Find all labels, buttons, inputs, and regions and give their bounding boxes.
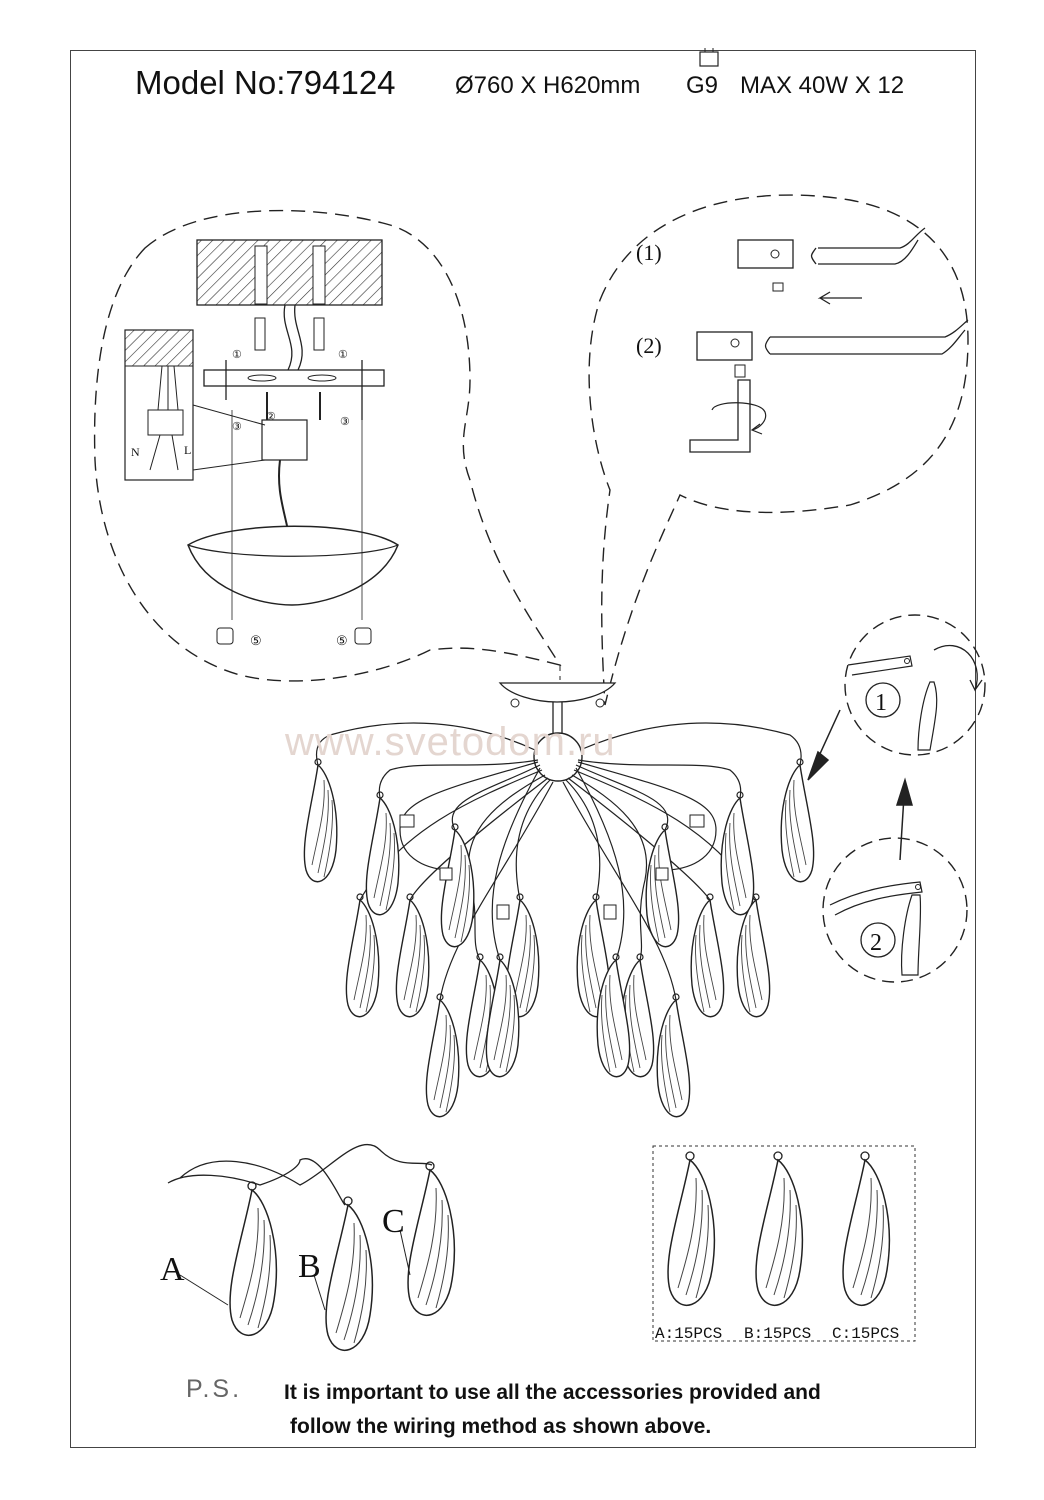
- max-power: MAX 40W X 12: [740, 72, 905, 99]
- pendant-label-a: A: [160, 1251, 185, 1288]
- hook-step2: 2: [870, 930, 882, 956]
- model-number: Model No:794124: [135, 64, 396, 101]
- pendant-counts-box: A:15PCS B:15PCS C:15PCS: [652, 1145, 916, 1343]
- step-marker-3: ③: [232, 421, 242, 433]
- neutral-label: N: [131, 445, 140, 459]
- step-marker-5: ⑤: [250, 633, 262, 648]
- hook-step1: 1: [875, 690, 887, 716]
- wiring-detail-bubble: N L ① ① ② ③ ③ ⑤ ⑤: [93, 209, 562, 682]
- step-marker-1: ①: [232, 349, 242, 361]
- step-marker-3b: ③: [340, 416, 350, 428]
- live-label: L: [184, 443, 191, 457]
- step-marker-5b: ⑤: [336, 633, 348, 648]
- hook-detail-bubbles: 1 2: [807, 614, 986, 983]
- page-border: [70, 50, 976, 1448]
- step1-label: (1): [636, 240, 662, 265]
- watermark: www.svetodom.ru: [285, 720, 616, 764]
- note-label: P.S.: [186, 1375, 243, 1403]
- dimensions: Ø760 X H620mm: [455, 72, 641, 99]
- count-c: C:15PCS: [832, 1325, 899, 1343]
- count-b: B:15PCS: [744, 1325, 811, 1343]
- note-line-1: It is important to use all the accessori…: [284, 1381, 821, 1404]
- step-marker-1b: ①: [338, 349, 348, 361]
- arm-detail-bubble: (1) (2): [588, 194, 969, 706]
- step-marker-2: ②: [266, 411, 276, 423]
- note-line-2: follow the wiring method as shown above.: [290, 1415, 712, 1438]
- count-a: A:15PCS: [655, 1325, 722, 1343]
- bulb-type: G9: [686, 72, 719, 99]
- pendant-label-c: C: [382, 1203, 405, 1240]
- pendant-types-illustration: A B C: [160, 1143, 456, 1352]
- pendant-label-b: B: [298, 1248, 321, 1285]
- bulb-icon: [699, 48, 719, 67]
- chandelier-illustration: [303, 682, 815, 1118]
- step2-label: (2): [636, 333, 662, 358]
